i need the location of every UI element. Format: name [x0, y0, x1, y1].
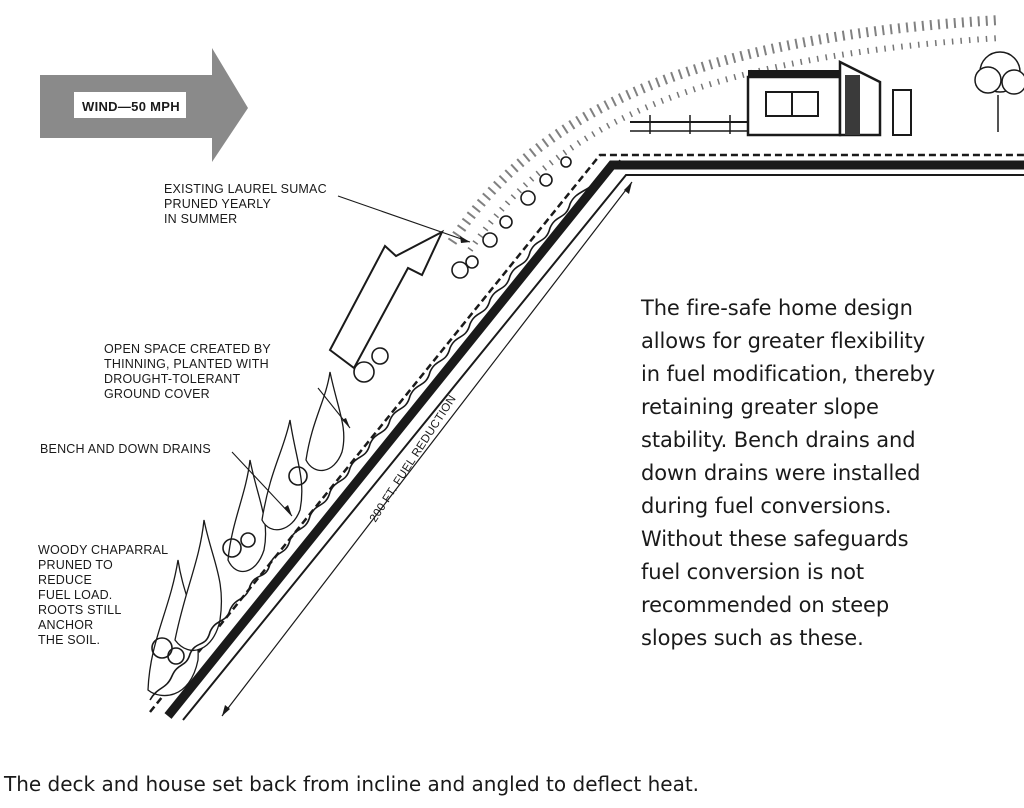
callout-line: during fuel conversions. — [641, 494, 892, 518]
callout-text: The fire-safe home design allows for gre… — [641, 292, 1011, 655]
heat-deflection-arcs — [447, 15, 1001, 252]
callout-line: retaining greater slope — [641, 395, 879, 419]
leader-lines — [231, 195, 471, 517]
callout-line: recommended on steep — [641, 593, 890, 617]
label-line: DROUGHT-TOLERANT — [104, 372, 241, 386]
slope-illustration — [40, 15, 1024, 721]
wind-label: WIND—50 MPH — [82, 99, 180, 114]
label-line: OPEN SPACE CREATED BY — [104, 342, 271, 356]
label-line: ROOTS STILL — [38, 603, 122, 617]
wind-label-backing — [74, 92, 186, 118]
label-line: EXISTING LAUREL SUMAC — [164, 182, 327, 196]
label-bench-drains: BENCH AND DOWN DRAINS — [40, 442, 211, 457]
callout-line: in fuel modification, thereby — [641, 362, 936, 386]
label-line: FUEL LOAD. — [38, 588, 113, 602]
callout-line: stability. Bench drains and — [641, 428, 916, 452]
fuel-reduction-dimension — [221, 181, 633, 717]
tree — [974, 51, 1024, 132]
callout-line: allows for greater flexibility — [641, 329, 926, 353]
callout-line: down drains were installed — [641, 461, 921, 485]
label-open-space: OPEN SPACE CREATED BY THINNING, PLANTED … — [104, 342, 271, 402]
label-woody-chaparral: WOODY CHAPARRAL PRUNED TO REDUCE FUEL LO… — [38, 543, 168, 648]
label-line: BENCH AND DOWN DRAINS — [40, 442, 211, 456]
label-laurel-sumac: EXISTING LAUREL SUMAC PRUNED YEARLY IN S… — [164, 182, 327, 227]
label-line: REDUCE — [38, 573, 92, 587]
vegetation — [149, 156, 621, 701]
label-line: ANCHOR — [38, 618, 94, 632]
label-line: PRUNED TO — [38, 558, 113, 572]
callout-line: Without these safeguards — [641, 527, 909, 551]
label-line: PRUNED YEARLY — [164, 197, 272, 211]
callout-line: slopes such as these. — [641, 626, 864, 650]
label-line: IN SUMMER — [164, 212, 238, 226]
label-line: GROUND COVER — [104, 387, 210, 401]
updraft-arrow — [328, 229, 445, 370]
label-line: THE SOIL. — [38, 633, 101, 647]
label-line: WOODY CHAPARRAL — [38, 543, 169, 557]
label-line: THINNING, PLANTED WITH — [104, 357, 269, 371]
house — [630, 59, 912, 137]
slope-ground — [149, 153, 1024, 721]
figure-caption: The deck and house set back from incline… — [4, 772, 700, 796]
callout-line: The fire-safe home design — [641, 296, 913, 320]
callout-line: fuel conversion is not — [641, 560, 865, 584]
